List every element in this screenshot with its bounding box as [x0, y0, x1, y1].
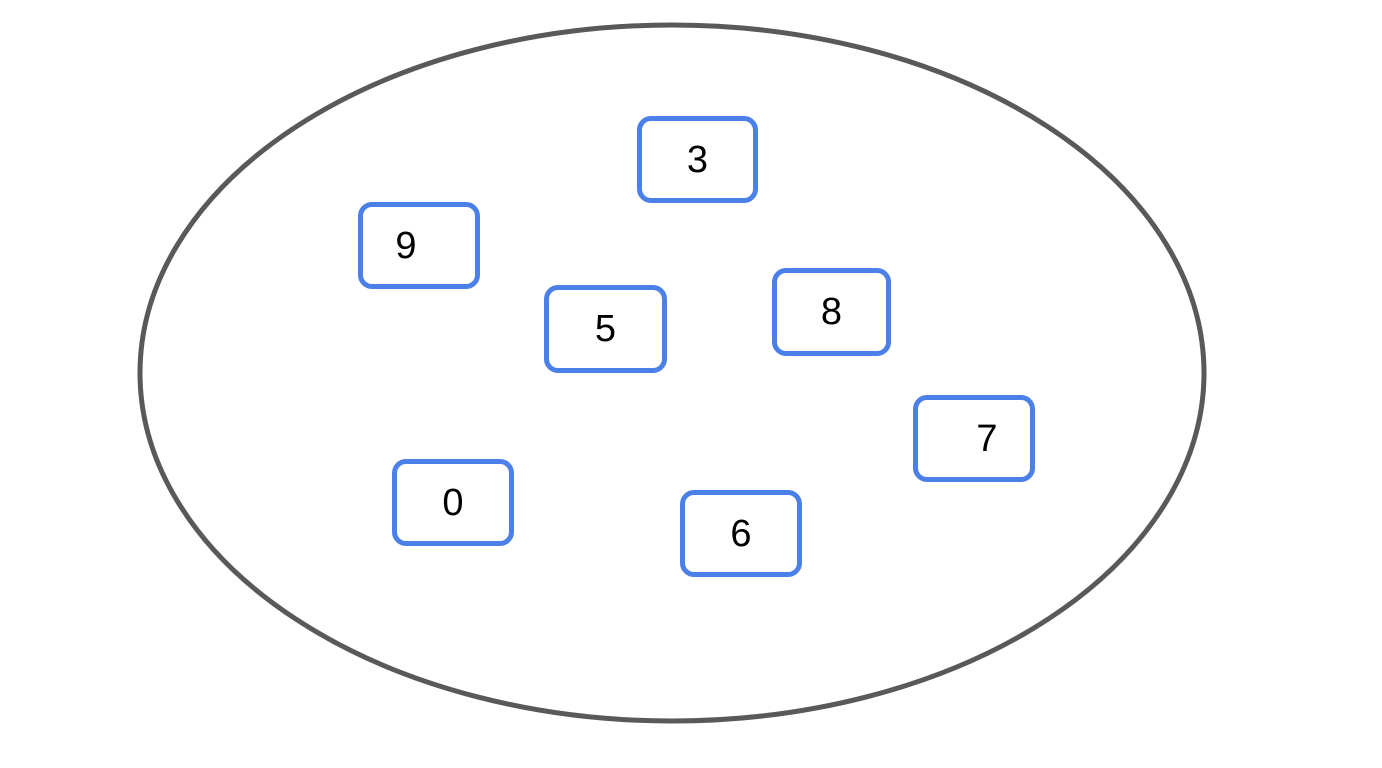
- node-box-9[interactable]: 9: [358, 202, 480, 289]
- node-label: 7: [976, 417, 998, 460]
- node-box-3[interactable]: 3: [637, 116, 758, 203]
- node-box-6[interactable]: 6: [680, 490, 802, 577]
- node-box-0[interactable]: 0: [392, 459, 514, 546]
- node-label: 0: [442, 481, 464, 524]
- node-label: 9: [395, 224, 417, 267]
- node-label: 8: [820, 291, 843, 333]
- node-label: 3: [686, 138, 709, 181]
- ellipse-boundary: [137, 22, 1207, 724]
- node-box-5[interactable]: 5: [544, 285, 667, 373]
- node-label: 5: [594, 308, 617, 350]
- node-box-8[interactable]: 8: [772, 268, 891, 356]
- node-label: 6: [730, 512, 752, 555]
- node-box-7[interactable]: 7: [913, 395, 1035, 482]
